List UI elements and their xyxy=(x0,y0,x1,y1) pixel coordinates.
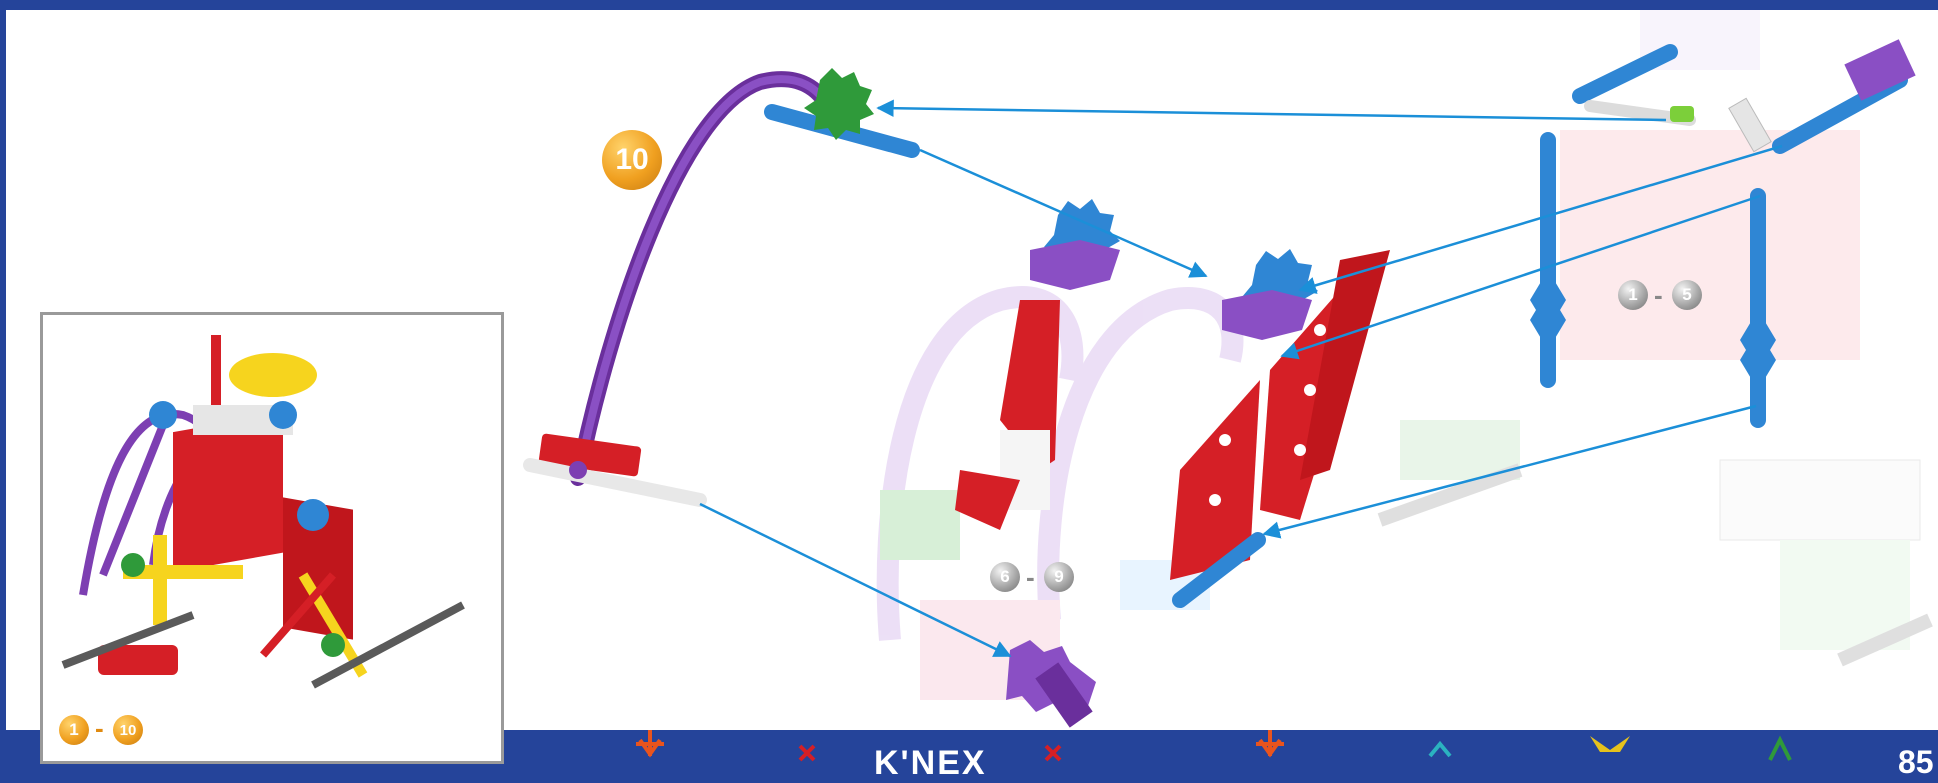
step-number-badge: 10 xyxy=(602,130,662,190)
subassembly-a-from: 1 xyxy=(1618,280,1648,310)
inset-range-to: 10 xyxy=(113,715,143,745)
subassembly-b-to: 9 xyxy=(1044,562,1074,592)
completed-model-inset: 1 - 10 xyxy=(40,312,504,764)
completed-model-illustration xyxy=(43,315,501,761)
inset-range-separator: - xyxy=(95,713,104,744)
subassembly-a-to: 5 xyxy=(1672,280,1702,310)
page-number: 85 xyxy=(1898,744,1934,781)
footer-decorations xyxy=(636,730,1790,760)
red-panel-left xyxy=(955,300,1060,530)
instruction-page: 10 1 - 5 6 - 9 1 xyxy=(0,0,1938,764)
inset-range-from: 1 xyxy=(59,715,89,745)
subassembly-a-separator: - xyxy=(1654,280,1663,311)
subassembly-b-from: 6 xyxy=(990,562,1020,592)
red-connector-assembly xyxy=(530,433,700,500)
blue-purple-connector-mid xyxy=(1030,199,1120,290)
purple-connector-bottom xyxy=(1006,640,1096,728)
subassembly-b-separator: - xyxy=(1026,562,1035,593)
